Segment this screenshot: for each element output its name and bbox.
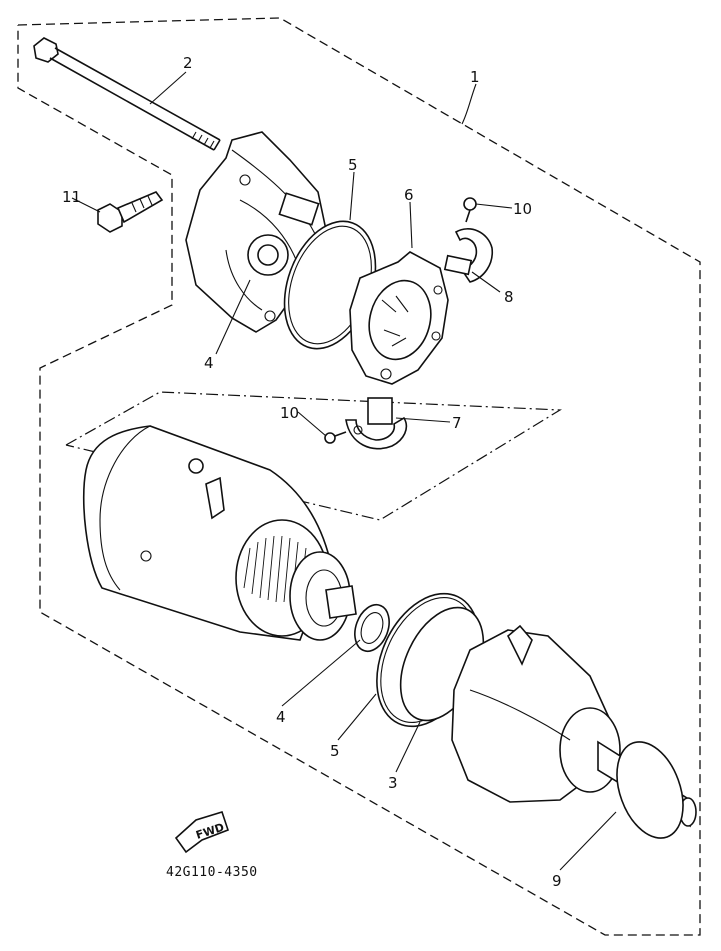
brush-holder-upper (443, 228, 494, 283)
callout-6: 6 (404, 186, 414, 204)
screw-upper (463, 197, 477, 223)
callout-5-lower: 5 (330, 742, 340, 760)
callout-8: 8 (504, 288, 514, 306)
callout-11: 11 (62, 188, 81, 206)
callout-4-upper: 4 (204, 354, 214, 372)
callout-7: 7 (452, 414, 462, 432)
callout-4-lower: 4 (276, 708, 286, 726)
fwd-arrow-icon: FWD (174, 811, 230, 854)
leader-lines (71, 71, 617, 871)
screw-lower (324, 431, 347, 444)
callout-9: 9 (552, 872, 562, 890)
callout-10-upper: 10 (513, 200, 532, 218)
callout-1: 1 (470, 68, 480, 86)
hex-bolt (97, 191, 164, 233)
motor-yoke (82, 425, 357, 641)
brush-plate (349, 251, 449, 385)
brush-set-lower (345, 397, 408, 450)
assembly-boundary-dashed (17, 17, 701, 936)
callout-2: 2 (183, 54, 193, 72)
o-ring-front (616, 741, 684, 839)
washer-lower (354, 603, 390, 653)
diagram-code: 42G110-4350 (166, 865, 258, 880)
brush-group-boundary (65, 391, 562, 521)
callout-5-upper: 5 (348, 156, 358, 174)
callout-3: 3 (388, 774, 398, 792)
callout-10-lower: 10 (280, 404, 299, 422)
through-bolt (33, 37, 221, 151)
